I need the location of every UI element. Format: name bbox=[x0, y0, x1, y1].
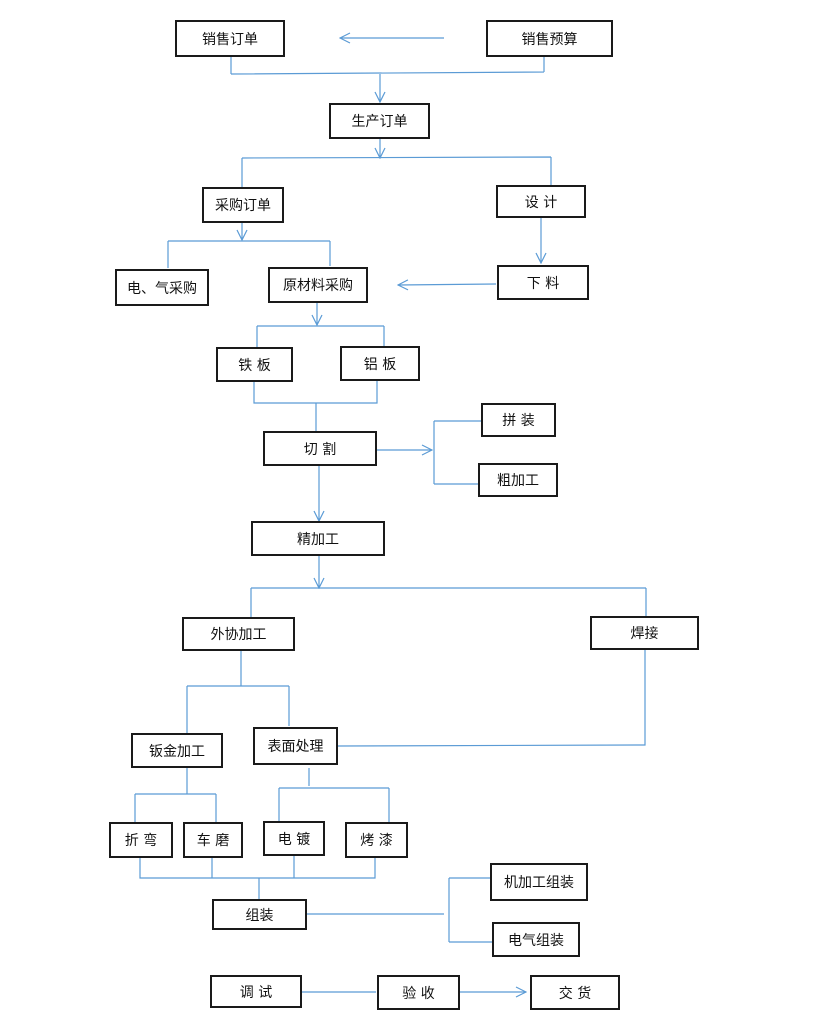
node-aluminum-plate: 铝 板 bbox=[340, 346, 420, 381]
node-surface-treatment: 表面处理 bbox=[253, 727, 338, 765]
connector-merge-sales bbox=[230, 56, 545, 75]
node-label: 下 料 bbox=[526, 275, 560, 292]
node-blanking: 下 料 bbox=[497, 265, 589, 300]
connector-outsourced-split bbox=[186, 651, 290, 733]
node-assembly: 组装 bbox=[212, 899, 307, 930]
node-label: 外协加工 bbox=[210, 627, 267, 643]
node-label: 烤 漆 bbox=[360, 833, 393, 849]
node-label: 验 收 bbox=[402, 985, 435, 1002]
node-label: 精加工 bbox=[297, 531, 339, 548]
arrow-blanking-to-raw bbox=[398, 284, 497, 285]
node-label: 组装 bbox=[245, 907, 274, 924]
node-label: 生产订单 bbox=[351, 114, 408, 130]
node-sales-budget: 销售预算 bbox=[486, 20, 613, 57]
node-label: 交 货 bbox=[558, 985, 592, 1002]
node-production-order: 生产订单 bbox=[329, 103, 430, 139]
node-delivery: 交 货 bbox=[530, 975, 620, 1010]
node-label: 电、气采购 bbox=[127, 280, 197, 297]
node-sheet-metal: 钣金加工 bbox=[131, 733, 223, 768]
node-label: 焊接 bbox=[630, 626, 659, 642]
node-iron-plate: 铁 板 bbox=[216, 347, 293, 382]
node-label: 电气组装 bbox=[508, 932, 564, 949]
connector-surface-split bbox=[278, 768, 390, 822]
node-label: 折 弯 bbox=[124, 833, 158, 849]
connector-sheetmetal-split bbox=[134, 768, 217, 822]
node-painting: 烤 漆 bbox=[345, 822, 408, 858]
node-label: 铝 板 bbox=[363, 356, 397, 373]
connector-cutting-branch bbox=[433, 420, 481, 485]
node-rough-machining: 粗加工 bbox=[478, 463, 558, 497]
connector-merge-processes bbox=[139, 856, 376, 900]
node-label: 销售订单 bbox=[202, 31, 258, 48]
node-raw-material-purchase: 原材料采购 bbox=[268, 267, 368, 303]
node-outsourced-processing: 外协加工 bbox=[182, 617, 295, 651]
node-finish-machining: 精加工 bbox=[251, 521, 385, 556]
node-label: 铁 板 bbox=[238, 357, 271, 374]
node-label: 设 计 bbox=[524, 194, 558, 211]
node-electrical-purchase: 电、气采购 bbox=[115, 269, 209, 306]
node-label: 切 割 bbox=[303, 441, 337, 458]
node-label: 调 试 bbox=[239, 984, 273, 1001]
node-electrical-assembly: 电气组装 bbox=[492, 922, 580, 957]
connector-raw-split bbox=[256, 325, 385, 348]
node-electroplating: 电 镀 bbox=[263, 821, 325, 856]
node-label: 销售预算 bbox=[521, 31, 578, 48]
node-welding: 焊接 bbox=[590, 616, 699, 650]
node-purchase-order: 采购订单 bbox=[202, 187, 284, 223]
node-label: 电 镀 bbox=[277, 831, 311, 848]
connector-purchase-split bbox=[167, 240, 331, 268]
node-label: 原材料采购 bbox=[283, 278, 353, 294]
node-label: 表面处理 bbox=[267, 739, 324, 755]
node-label: 采购订单 bbox=[215, 198, 271, 214]
node-label: 机加工组装 bbox=[504, 875, 574, 891]
node-label: 车 磨 bbox=[196, 833, 230, 849]
node-acceptance: 验 收 bbox=[377, 975, 460, 1010]
node-assembling: 拼 装 bbox=[481, 403, 556, 437]
node-design: 设 计 bbox=[496, 185, 586, 218]
connector-merge-plates bbox=[253, 381, 378, 432]
node-label: 钣金加工 bbox=[149, 743, 205, 760]
node-label: 拼 装 bbox=[502, 413, 535, 429]
node-machining-assembly: 机加工组装 bbox=[490, 863, 588, 901]
connector-welding-to-surface bbox=[337, 650, 646, 747]
node-cutting: 切 割 bbox=[263, 431, 377, 466]
connector-finish-split bbox=[250, 587, 647, 617]
node-debugging: 调 试 bbox=[210, 975, 302, 1008]
connector-assembly-branch bbox=[307, 877, 492, 943]
node-grinding: 车 磨 bbox=[183, 822, 243, 858]
node-sales-order: 销售订单 bbox=[175, 20, 285, 57]
node-label: 粗加工 bbox=[497, 473, 539, 489]
connector-production-split bbox=[241, 156, 552, 187]
node-bending: 折 弯 bbox=[109, 822, 173, 858]
